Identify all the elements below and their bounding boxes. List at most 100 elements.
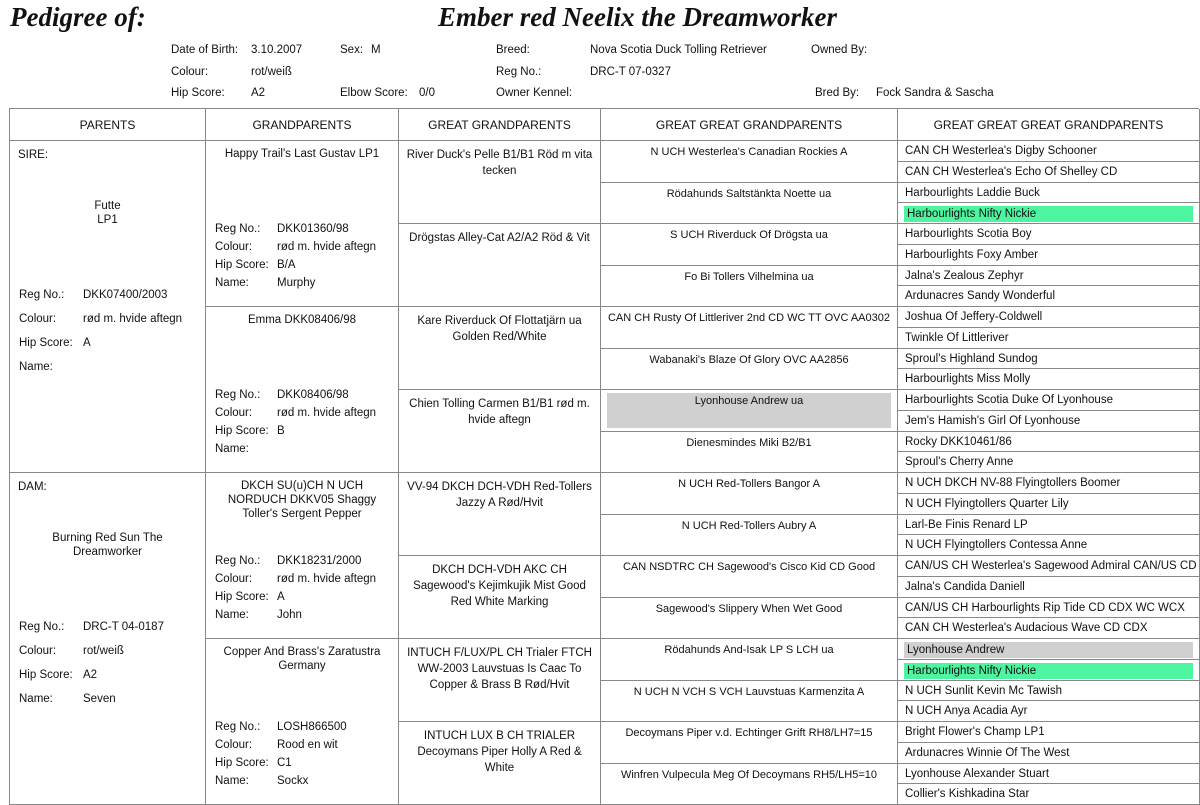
colour-label: Colour: xyxy=(171,66,209,78)
great-grandparent-cell: River Duck's Pelle B1/B1 Röd m vita teck… xyxy=(399,141,601,224)
great-grandparent-cell: INTUCH LUX B CH TRIALER Decoymans Piper … xyxy=(399,722,601,805)
owned-by-label: Owned By: xyxy=(811,44,868,56)
gg-grandparent-name: Fo Bi Tollers Vilhelmina ua xyxy=(684,270,814,283)
gg-grandparent-name: Dienesmindes Miki B2/B1 xyxy=(686,436,812,449)
field-label: Name: xyxy=(215,609,249,621)
parent-name: Burning Red Sun The Dreamworker xyxy=(52,532,163,558)
field-label: Colour: xyxy=(215,573,253,585)
ggg-grandparent-cell: Sproul's Highland Sundog xyxy=(898,348,1200,370)
field-label: Colour: xyxy=(215,407,253,419)
column-header: GREAT GREAT GRANDPARENTS xyxy=(601,109,898,141)
ggg-grandparent-cell: Joshua Of Jeffery-Coldwell xyxy=(898,307,1200,328)
ggg-grandparent-name: Harbourlights Laddie Buck xyxy=(905,186,1040,199)
hip-label: Hip Score: xyxy=(171,87,225,99)
gg-grandparent-cell: Rödahunds And-Isak LP S LCH ua xyxy=(601,639,898,681)
ggg-grandparent-name: Ardunacres Sandy Wonderful xyxy=(905,290,1056,303)
field-label: Hip Score: xyxy=(215,757,269,769)
gg-grandparent-name: N UCH Red-Tollers Aubry A xyxy=(681,519,817,532)
great-grandparent-cell: Drögstas Alley-Cat A2/A2 Röd & Vit xyxy=(399,224,601,307)
ggg-grandparent-name: Collier's Kishkadina Star xyxy=(905,788,1030,801)
bred-by-value: Fock Sandra & Sascha xyxy=(876,87,994,99)
field-label: Name: xyxy=(19,693,53,705)
field-value: Rood en wit xyxy=(277,739,338,751)
gg-grandparent-cell: Rödahunds Saltstänkta Noette ua xyxy=(601,182,898,224)
gg-grandparent-cell: Wabanaki's Blaze Of Glory OVC AA2856 xyxy=(601,348,898,390)
field-label: Name: xyxy=(19,361,53,373)
field-value: B/A xyxy=(277,259,296,271)
gg-grandparent-cell: CAN NSDTRC CH Sagewood's Cisco Kid CD Go… xyxy=(601,556,898,598)
field-row: Reg No.:DRC-T 04-0187 xyxy=(19,621,164,645)
field-value: A xyxy=(83,337,91,349)
gg-grandparent-cell: Decoymans Piper v.d. Echtinger Grift RH8… xyxy=(601,722,898,764)
field-value: rød m. hvide aftegn xyxy=(83,313,183,325)
field-label: Colour: xyxy=(19,645,57,657)
dob-value: 3.10.2007 xyxy=(251,44,303,56)
field-value: rød m. hvide aftegn xyxy=(277,573,377,585)
field-row: Hip Score:A xyxy=(215,591,376,609)
field-value: DKK18231/2000 xyxy=(277,555,362,567)
ggg-grandparent-name: N UCH Flyingtollers Quarter Lily xyxy=(905,497,1069,510)
field-row: Name:John xyxy=(215,609,376,627)
column-header: GRANDPARENTS xyxy=(206,109,399,141)
column-header: PARENTS xyxy=(10,109,206,141)
gg-grandparent-name: S UCH Riverduck Of Drögsta ua xyxy=(670,229,828,241)
gg-grandparent-name: Winfren Vulpecula Meg Of Decoymans RH5/L… xyxy=(620,768,878,781)
field-row: Hip Score:A xyxy=(19,337,182,361)
field-value: DRC-T 04-0187 xyxy=(83,621,164,633)
gg-grandparent-name: Rödahunds And-Isak LP S LCH ua xyxy=(664,644,834,656)
ggg-grandparent-name: N UCH DKCH NV-88 Flyingtollers Boomer xyxy=(905,477,1121,489)
field-value: C1 xyxy=(277,757,292,769)
gg-grandparent-name: N UCH N VCH S VCH Lauvstuas Karmenzita A xyxy=(633,685,865,698)
field-value: Sockx xyxy=(277,775,309,787)
ggg-grandparent-name: Larl-Be Finis Renard LP xyxy=(905,518,1028,531)
ggg-grandparent-cell: N UCH Sunlit Kevin Mc Tawish xyxy=(898,680,1200,702)
hip-value: A2 xyxy=(251,87,266,99)
gg-grandparent-cell: Fo Bi Tollers Vilhelmina ua xyxy=(601,265,898,307)
gg-grandparent-name: Lyonhouse Andrew ua xyxy=(607,393,891,428)
reg-label: Reg No.: xyxy=(496,66,542,78)
ggg-grandparent-name: N UCH Flyingtollers Contessa Anne xyxy=(905,539,1088,552)
field-label: Reg No.: xyxy=(19,289,65,301)
ggg-grandparent-cell: Rocky DKK10461/86 xyxy=(898,431,1200,453)
ggg-grandparent-name: CAN CH Westerlea's Digby Schooner xyxy=(905,145,1097,157)
ggg-grandparent-cell: Lyonhouse Andrew xyxy=(898,639,1200,660)
column-header: GREAT GRANDPARENTS xyxy=(399,109,601,141)
ggg-grandparent-name: Lyonhouse Andrew xyxy=(904,642,1193,658)
field-value: Seven xyxy=(83,693,116,705)
gg-grandparent-name: N UCH Red-Tollers Bangor A xyxy=(678,478,820,490)
field-row: Hip Score: C1 xyxy=(215,757,347,775)
field-label: Reg No.: xyxy=(215,555,261,567)
ggg-grandparent-cell: N UCH Anya Acadia Ayr xyxy=(898,701,1200,722)
field-label: Hip Score: xyxy=(215,259,269,271)
field-row: Colour:Rood en wit xyxy=(215,739,347,757)
field-row: Hip Score: B/A xyxy=(215,259,376,277)
gg-grandparent-cell: N UCH Red-Tollers Aubry A xyxy=(601,514,898,556)
ggg-grandparent-cell: Harbourlights Scotia Duke Of Lyonhouse xyxy=(898,390,1200,411)
field-value: DKK08406/98 xyxy=(277,389,349,401)
parent-role-label: DAM: xyxy=(18,481,47,493)
ggg-grandparent-cell: Ardunacres Sandy Wonderful xyxy=(898,286,1200,307)
ggg-grandparent-cell: Collier's Kishkadina Star xyxy=(898,784,1200,805)
field-label: Colour: xyxy=(19,313,57,325)
ggg-grandparent-name: CAN CH Westerlea's Echo Of Shelley CD xyxy=(905,165,1118,178)
sex-label: Sex: xyxy=(340,44,364,56)
parent-role-label: SIRE: xyxy=(18,149,49,161)
field-row: Hip Score:A2 xyxy=(19,669,164,693)
ggg-grandparent-cell: Harbourlights Nifty Nickie xyxy=(898,203,1200,224)
field-value: A xyxy=(277,591,285,603)
ggg-grandparent-name: Harbourlights Nifty Nickie xyxy=(904,206,1193,223)
ggg-grandparent-cell: Jalna's Candida Daniell xyxy=(898,576,1200,598)
dog-name-title: Ember red Neelix the Dreamworker xyxy=(438,2,837,32)
gg-grandparent-cell: Winfren Vulpecula Meg Of Decoymans RH5/L… xyxy=(601,763,898,805)
reg-value: DRC-T 07-0327 xyxy=(590,66,671,78)
field-row: Name:Murphy xyxy=(215,277,376,295)
elbow-label: Elbow Score: xyxy=(340,87,408,99)
field-value: A2 xyxy=(83,669,98,681)
great-grandparent-cell: VV-94 DKCH DCH-VDH Red-Tollers Jazzy A R… xyxy=(399,473,601,556)
